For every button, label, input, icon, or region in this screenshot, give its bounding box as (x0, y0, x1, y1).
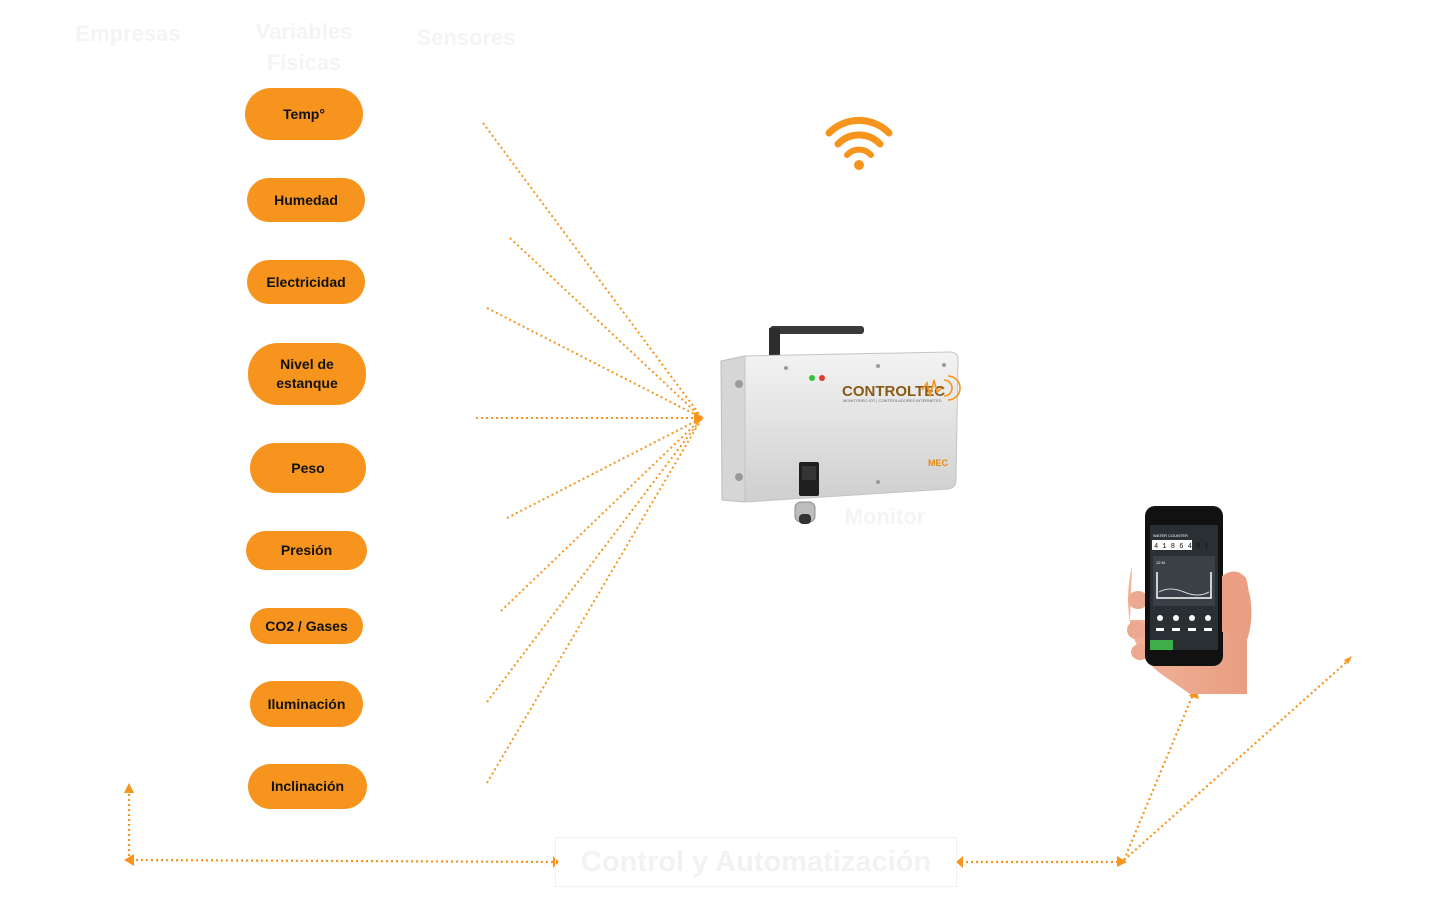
variable-nivel-de-estanque[interactable]: Nivel de estanque (248, 343, 366, 405)
smartphone-app-image: WATER COUNTER 4 1 8 6 4 5 1 12 M (1127, 506, 1252, 694)
header-empresas: Empresas (75, 21, 181, 46)
connector-line (130, 858, 554, 864)
connector-line (1122, 691, 1196, 861)
device-brand-text: CONTROLTEC (842, 383, 945, 400)
variable-inclinacion[interactable]: Inclinación (248, 764, 367, 809)
device-badge: MEC (928, 458, 949, 468)
status-led-green (809, 375, 815, 381)
arrowhead (124, 854, 134, 866)
variable-electricidad[interactable]: Electricidad (247, 260, 365, 304)
connector-line (500, 417, 703, 612)
status-led-red (819, 375, 825, 381)
phone-tab-active (1150, 640, 1173, 650)
arrowhead (956, 856, 963, 868)
control-automatizacion-box: Control y Automatización (555, 837, 957, 887)
connector-line (486, 307, 703, 419)
connector-line (486, 417, 703, 784)
arrowhead (553, 856, 559, 868)
device-tagline-text: MONITOREO IOT | CONTROLADORES INTERNETED (843, 398, 942, 403)
level-value: 12 M (1156, 560, 1165, 565)
monitor-label: Monitor (844, 504, 926, 529)
variable-peso[interactable]: Peso (250, 443, 366, 493)
connector-line (1123, 658, 1351, 861)
wifi-icon (825, 116, 893, 170)
variable-temp[interactable]: Temp° (245, 88, 363, 140)
variable-humedad[interactable]: Humedad (247, 178, 365, 222)
phone-screen-title: WATER COUNTER (1153, 533, 1188, 538)
arrowhead (694, 412, 704, 424)
counter-display (1152, 540, 1192, 550)
variable-co2-gases[interactable]: CO2 / Gases (250, 608, 363, 644)
variable-iluminacion[interactable]: Iluminación (250, 681, 363, 727)
antenna-base (769, 328, 780, 360)
connector-line (509, 237, 703, 419)
control-connectors (127, 658, 1351, 864)
connector-line (506, 417, 703, 519)
controltec-device: CONTROLTEC MONITOREO IOT | CONTROLADORES… (720, 326, 961, 524)
antenna-icon (770, 326, 864, 334)
connector-line (482, 122, 703, 419)
arrowhead (124, 783, 134, 793)
header-variables-fisicas: Variables Físicas (255, 19, 353, 75)
pulse-icon (921, 379, 943, 397)
variable-presion[interactable]: Presión (246, 531, 367, 570)
connector-line (486, 417, 703, 703)
arrowhead (1117, 856, 1127, 867)
header-sensores: Sensores (416, 25, 516, 50)
sensor-connectors (476, 122, 703, 784)
counter-value: 4 1 8 6 4 5 1 (1154, 543, 1209, 551)
arrowhead (1344, 656, 1352, 664)
